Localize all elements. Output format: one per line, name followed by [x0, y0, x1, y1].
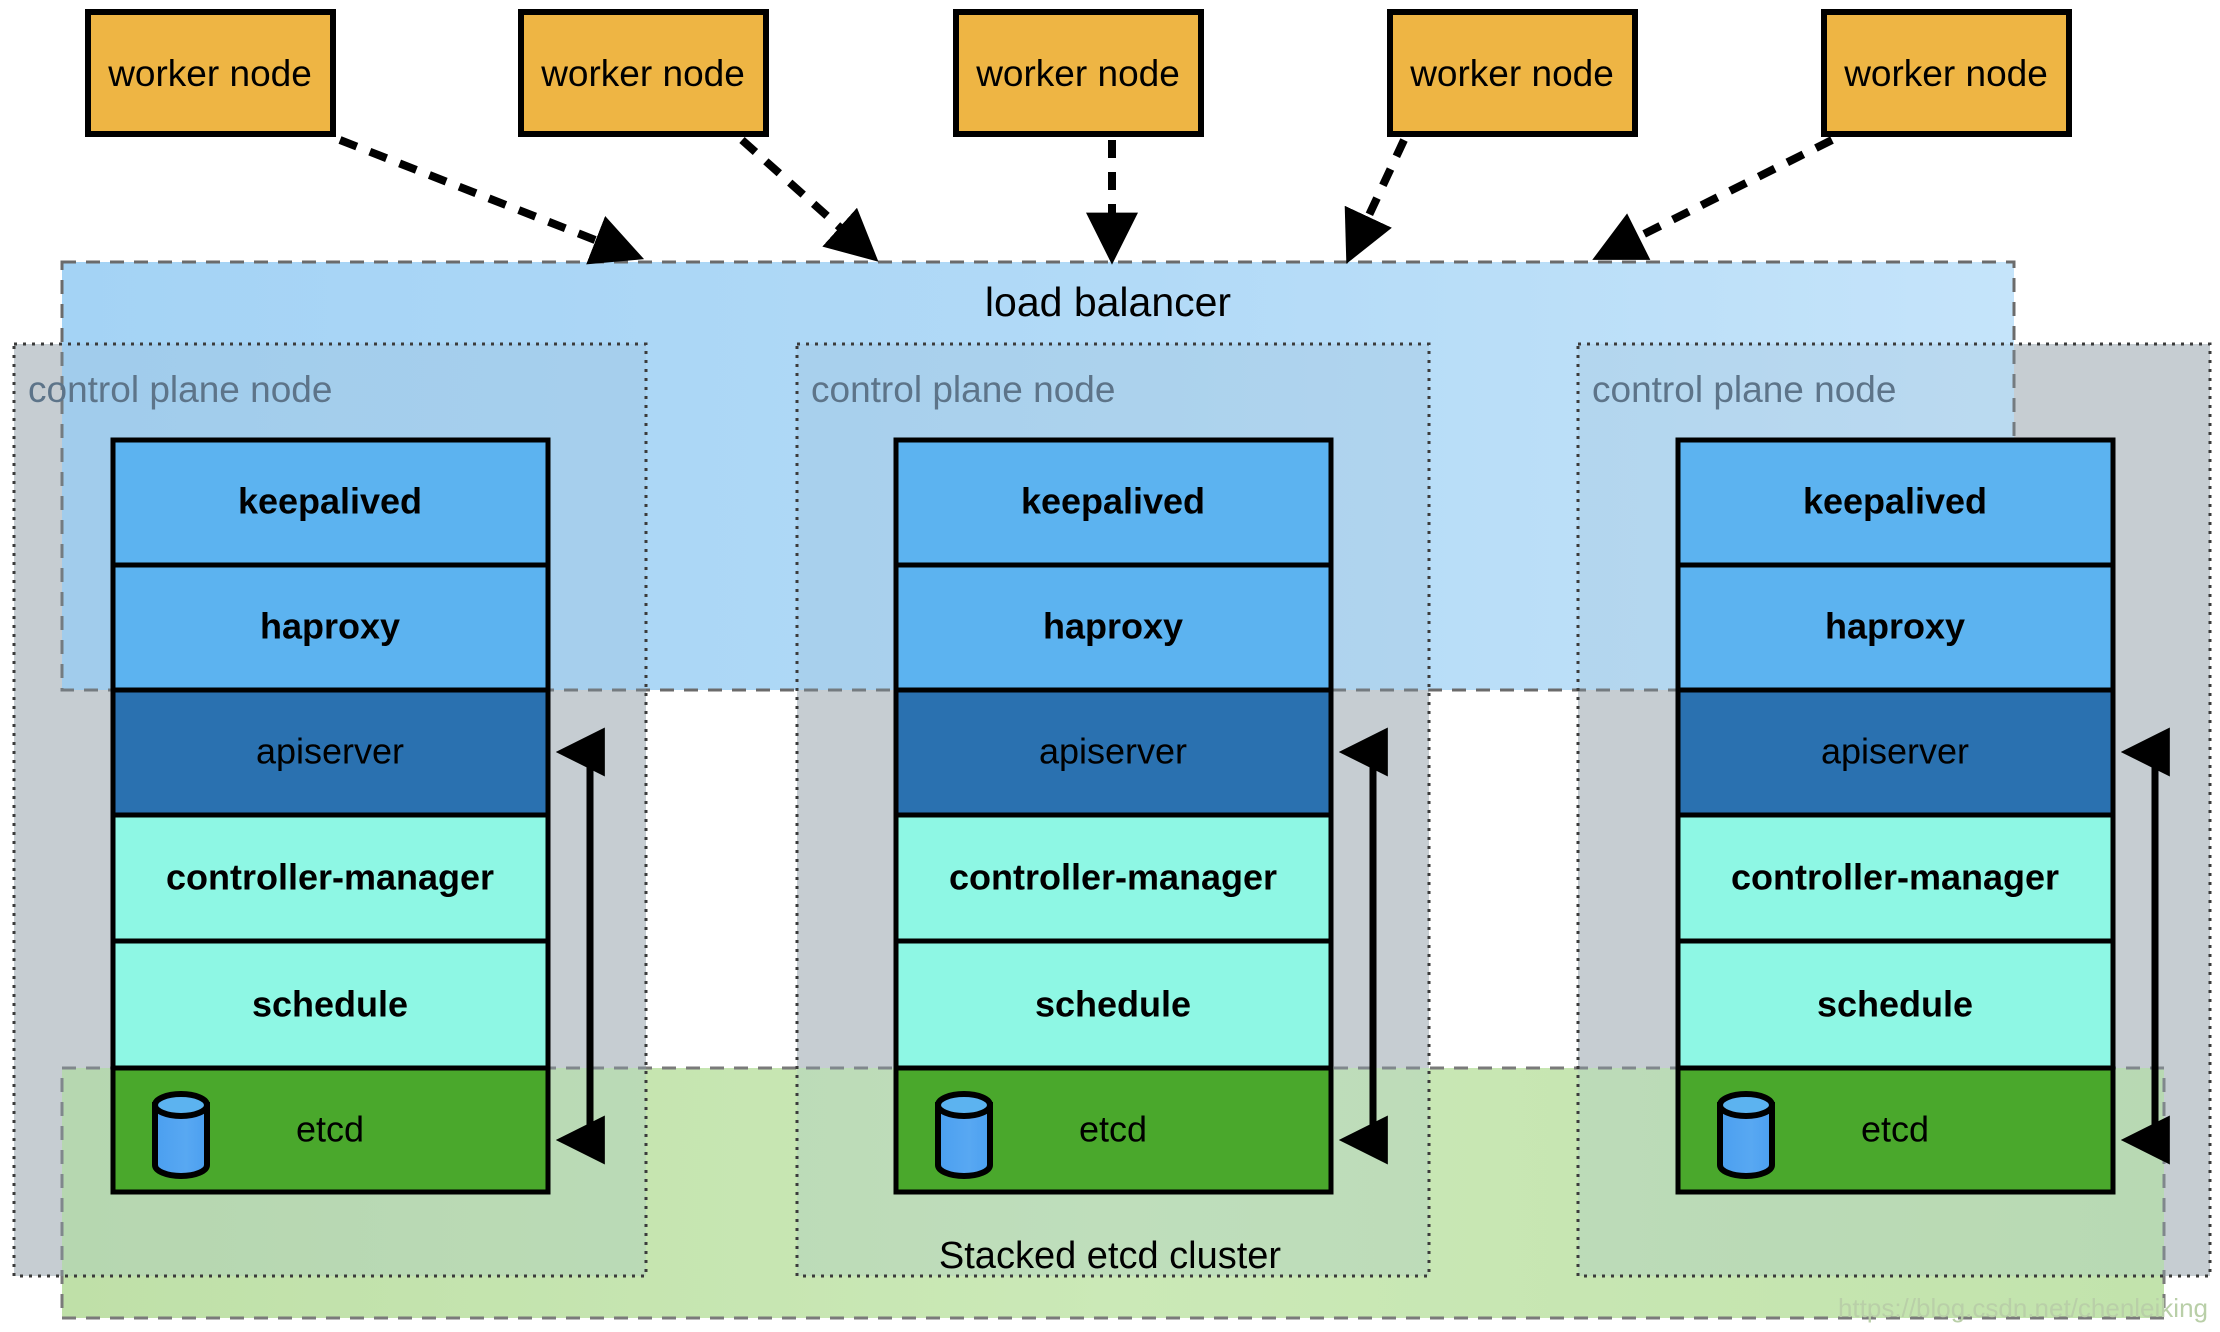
keepalived-label-3: keepalived [1803, 481, 1987, 522]
controller-manager-label-2: controller-manager [949, 857, 1277, 898]
apiserver-box-1[interactable] [110, 687, 551, 818]
schedule-box-2[interactable] [893, 938, 1334, 1071]
worker-node-5-label: worker node [1843, 53, 2048, 94]
schedule-box-3[interactable] [1675, 938, 2116, 1071]
controller-manager-label-1: controller-manager [166, 857, 494, 898]
etcd-label-3: etcd [1861, 1109, 1929, 1150]
worker-node-4-label: worker node [1409, 53, 1614, 94]
controller-manager-box-3[interactable] [1675, 812, 2116, 944]
haproxy-box-3[interactable] [1675, 562, 2116, 693]
apiserver-label-1: apiserver [256, 731, 404, 772]
worker-node-4-box[interactable] [1387, 9, 1638, 137]
keepalived-label-2: keepalived [1021, 481, 1205, 522]
worker-node-1-label: worker node [107, 53, 312, 94]
apiserver-box-3[interactable] [1675, 687, 2116, 818]
apiserver-etcd-connectors [555, 727, 2170, 1165]
database-cylinder-icon-1 [152, 1091, 210, 1179]
schedule-label-1: schedule [252, 984, 408, 1025]
worker-node-2-box[interactable] [518, 9, 769, 137]
etcd-label-2: etcd [1079, 1109, 1147, 1150]
worker-node-1-box[interactable] [85, 9, 336, 137]
worker-node-5-box[interactable] [1821, 9, 2072, 137]
worker-5-to-lb-arrow [1592, 136, 1834, 260]
keepalived-box-1[interactable] [110, 437, 551, 568]
haproxy-label-3: haproxy [1825, 606, 1965, 647]
haproxy-label-2: haproxy [1043, 606, 1183, 647]
apiserver-box-2[interactable] [893, 687, 1334, 818]
component-stack-2: keepalived haproxy apiserver controller-… [893, 437, 1334, 1195]
controller-manager-label-3: controller-manager [1731, 857, 2059, 898]
apiserver-label-3: apiserver [1821, 731, 1969, 772]
keepalived-label-1: keepalived [238, 481, 422, 522]
worker-node-2-label: worker node [540, 53, 745, 94]
controller-manager-box-2[interactable] [893, 812, 1334, 944]
watermark-text: https://blog.csdn.net/chenleiking [1838, 1293, 2208, 1323]
component-stack-1: keepalived haproxy apiserver controller-… [110, 437, 551, 1195]
worker-node-4[interactable]: worker node [1387, 9, 1638, 137]
apiserver-etcd-connector-3 [2120, 727, 2170, 1165]
worker-node-3-box[interactable] [953, 9, 1204, 137]
worker-node-3[interactable]: worker node [953, 9, 1204, 137]
apiserver-etcd-connector-2 [1338, 727, 1388, 1165]
worker-to-load-balancer-arrows [338, 136, 1834, 265]
control-plane-node-2-label: control plane node [811, 369, 1115, 410]
control-plane-node-3-label: control plane node [1592, 369, 1896, 410]
haproxy-box-2[interactable] [893, 562, 1334, 693]
load-balancer-label: load balancer [985, 279, 1231, 325]
apiserver-label-2: apiserver [1039, 731, 1187, 772]
worker-node-2[interactable]: worker node [518, 9, 769, 137]
stacked-etcd-cluster-label: Stacked etcd cluster [939, 1235, 1282, 1277]
control-plane-node-1-label: control plane node [28, 369, 332, 410]
worker-1-to-lb-arrow [338, 136, 645, 265]
worker-node-1[interactable]: worker node [85, 9, 336, 137]
keepalived-box-2[interactable] [893, 437, 1334, 568]
worker-2-to-lb-arrow [739, 137, 879, 262]
database-cylinder-icon-3 [1717, 1091, 1775, 1179]
schedule-label-3: schedule [1817, 984, 1973, 1025]
worker-4-to-lb-arrow [1344, 138, 1408, 264]
haproxy-box-1[interactable] [110, 562, 551, 693]
worker-node-3-label: worker node [975, 53, 1180, 94]
database-cylinder-icon-2 [935, 1091, 993, 1179]
apiserver-etcd-connector-1 [555, 727, 605, 1165]
schedule-label-2: schedule [1035, 984, 1191, 1025]
component-stack-3: keepalived haproxy apiserver controller-… [1675, 437, 2116, 1195]
controller-manager-box-1[interactable] [110, 812, 551, 944]
worker-node-5[interactable]: worker node [1821, 9, 2072, 137]
etcd-label-1: etcd [296, 1109, 364, 1150]
haproxy-label-1: haproxy [260, 606, 400, 647]
